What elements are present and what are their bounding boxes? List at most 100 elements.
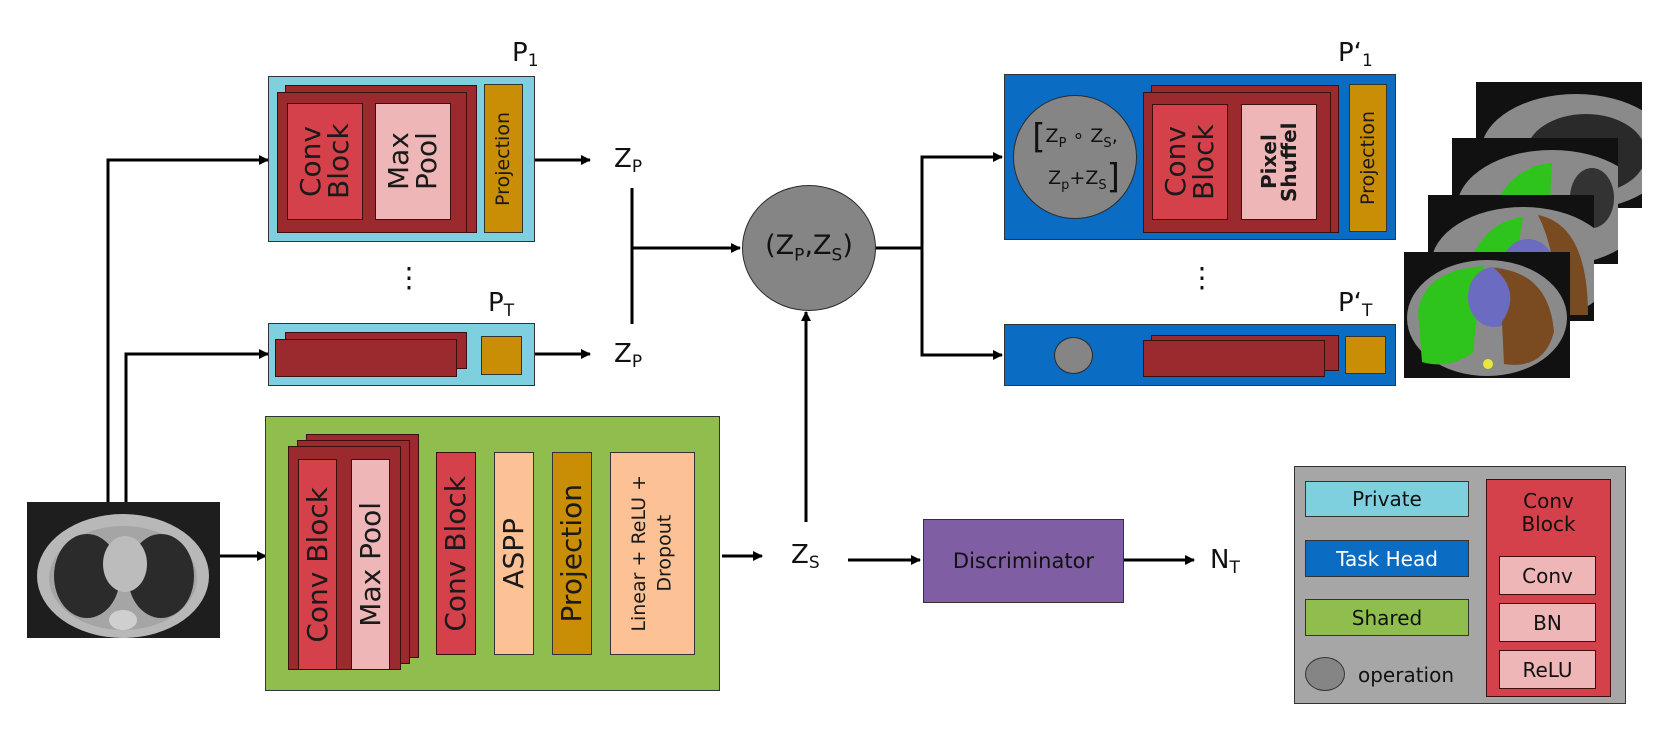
shared-conv-block[interactable]: Conv Block (436, 452, 476, 655)
task-head-op-line2: Zp+ZS] (1048, 160, 1120, 194)
p1-projection[interactable]: Projection (484, 84, 523, 233)
op1-comma: , (1111, 125, 1118, 147)
arrow-combine-to-p1prime (920, 152, 1003, 248)
shared-encoder[interactable]: Conv Block Max Pool Conv Block ASPP Proj… (265, 416, 720, 691)
task-head-projection-label: Projection (1356, 111, 1379, 205)
nt-label: NT (1210, 547, 1240, 577)
legend-relu: ReLU (1499, 650, 1596, 689)
legend-conv-title-1: Conv (1523, 489, 1574, 513)
shared-linear-relu-dropout[interactable]: Linear + ReLU + Dropout (610, 452, 695, 655)
zs-base: Z (791, 540, 809, 570)
task-head-p1[interactable]: [ZP ∘ ZS, Zp+ZS] Conv Block Pixel Shuffe… (1004, 74, 1396, 240)
op2-z2: Z (1085, 167, 1099, 189)
pT-conv-stack-front (275, 339, 457, 377)
zp-top-base: Z (614, 144, 632, 174)
legend-private: Private (1305, 481, 1469, 517)
shared-aspp[interactable]: ASPP (494, 452, 534, 655)
bracket-open-icon: [ (1032, 117, 1046, 157)
shared-max-pool[interactable]: Max Pool (351, 459, 390, 670)
zp-top-sub: P (631, 157, 643, 177)
arrow-input-to-pT (124, 349, 269, 505)
legend-conv: Conv (1499, 556, 1596, 595)
discriminator-label: Discriminator (952, 549, 1095, 573)
shared-conv-block-stacked[interactable]: Conv Block (298, 459, 337, 670)
task-head-conv-block-label: Conv Block (1159, 124, 1220, 200)
zp-bottom-sub: P (631, 352, 643, 372)
p1-projection-label: Projection (492, 111, 514, 206)
pT-label-sub: T (503, 301, 515, 321)
task-head-ellipsis: ⋮ (1188, 261, 1216, 294)
task-head-pT-projection[interactable] (1345, 336, 1386, 374)
zs-sub: S (808, 553, 820, 573)
legend-shared-label: Shared (1351, 605, 1423, 630)
p1-label: P1 (512, 40, 539, 70)
legend-conv-label: Conv (1522, 563, 1573, 588)
task-head-pT[interactable] (1004, 324, 1396, 386)
pT-prime-label: P‘T (1338, 290, 1372, 320)
task-head-pixel-shuffel-label: Pixel Shuffel (1257, 122, 1301, 202)
op2-z2-sub: S (1098, 177, 1107, 193)
legend-conv-block-title: Conv Block (1487, 490, 1610, 536)
legend-operation-icon (1305, 657, 1345, 691)
task-head-pT-operation[interactable] (1054, 337, 1093, 374)
pT-projection[interactable] (481, 336, 522, 375)
combine-z1-sub: P (794, 245, 805, 266)
task-head-pixel-shuffel[interactable]: Pixel Shuffel (1241, 104, 1317, 220)
legend-task-head: Task Head (1305, 540, 1469, 577)
shared-conv-block-label: Conv Block (439, 475, 472, 632)
op2-plus: + (1069, 167, 1086, 189)
op1-z2: Z (1090, 125, 1104, 147)
legend-bn-label: BN (1533, 610, 1562, 635)
zs-label: ZS (791, 542, 820, 572)
thT-stack-front (1143, 340, 1325, 377)
combine-z2: Z (813, 230, 832, 262)
legend-relu-label: ReLU (1522, 657, 1573, 682)
combine-close: ) (842, 230, 853, 262)
shared-aspp-label: ASPP (497, 518, 530, 589)
legend-bn: BN (1499, 603, 1596, 642)
op1-circ: ∘ (1066, 125, 1091, 147)
combine-operation-label: (ZP,ZS) (765, 230, 853, 265)
op2-z1: Z (1048, 167, 1062, 189)
shared-linear-relu-dropout-label: Linear + ReLU + Dropout (627, 475, 678, 632)
legend-private-label: Private (1352, 487, 1422, 511)
zp-top-label: ZP (614, 146, 642, 176)
output-slice-4 (1404, 252, 1570, 378)
nt-sub: T (1229, 558, 1240, 578)
combine-open: ( (765, 230, 776, 262)
nt-base: N (1210, 545, 1230, 575)
legend: Private Task Head Shared operation Conv … (1294, 466, 1626, 704)
private-encoder-p1[interactable]: Conv Block Max Pool Projection (268, 76, 535, 242)
task-head-projection[interactable]: Projection (1349, 84, 1387, 232)
ct-slice-graphic (27, 502, 220, 638)
zp-bottom-base: Z (614, 339, 632, 369)
p1-conv-block[interactable]: Conv Block (287, 103, 363, 220)
p1-label-base: P (512, 38, 528, 68)
pT-label: PT (488, 290, 514, 320)
op1-z1: Z (1045, 125, 1059, 147)
task-head-operation[interactable]: [ZP ∘ ZS, Zp+ZS] (1013, 95, 1137, 219)
combine-sep: , (804, 230, 814, 262)
op1-z1-sub: P (1058, 135, 1067, 151)
op1-z2-sub: S (1103, 135, 1112, 151)
shared-projection[interactable]: Projection (552, 452, 592, 655)
shared-max-pool-label: Max Pool (353, 502, 387, 627)
pT-label-base: P (488, 288, 504, 318)
discriminator[interactable]: Discriminator (923, 519, 1124, 603)
input-ct-image (27, 502, 220, 638)
private-encoder-pT[interactable] (268, 323, 535, 386)
combine-z2-sub: S (831, 245, 843, 266)
p1-max-pool-label: Max Pool (382, 132, 443, 191)
p1-max-pool[interactable]: Max Pool (375, 103, 451, 220)
linear-relu-dropout-line1: Linear + ReLU + (627, 475, 650, 632)
legend-operation-label: operation (1358, 663, 1455, 687)
task-head-conv-block[interactable]: Conv Block (1152, 104, 1228, 220)
task-head-op-line1: [ZP ∘ ZS, (1032, 120, 1117, 154)
combine-z1: Z (775, 230, 795, 262)
output-segmentation-stack (1404, 82, 1650, 382)
legend-task-head-label: Task Head (1336, 546, 1438, 571)
p1-prime-sub: 1 (1361, 51, 1373, 71)
combine-operation[interactable]: (ZP,ZS) (742, 185, 876, 311)
zp-bottom-label: ZP (614, 341, 642, 371)
p1-label-sub: 1 (527, 51, 539, 71)
